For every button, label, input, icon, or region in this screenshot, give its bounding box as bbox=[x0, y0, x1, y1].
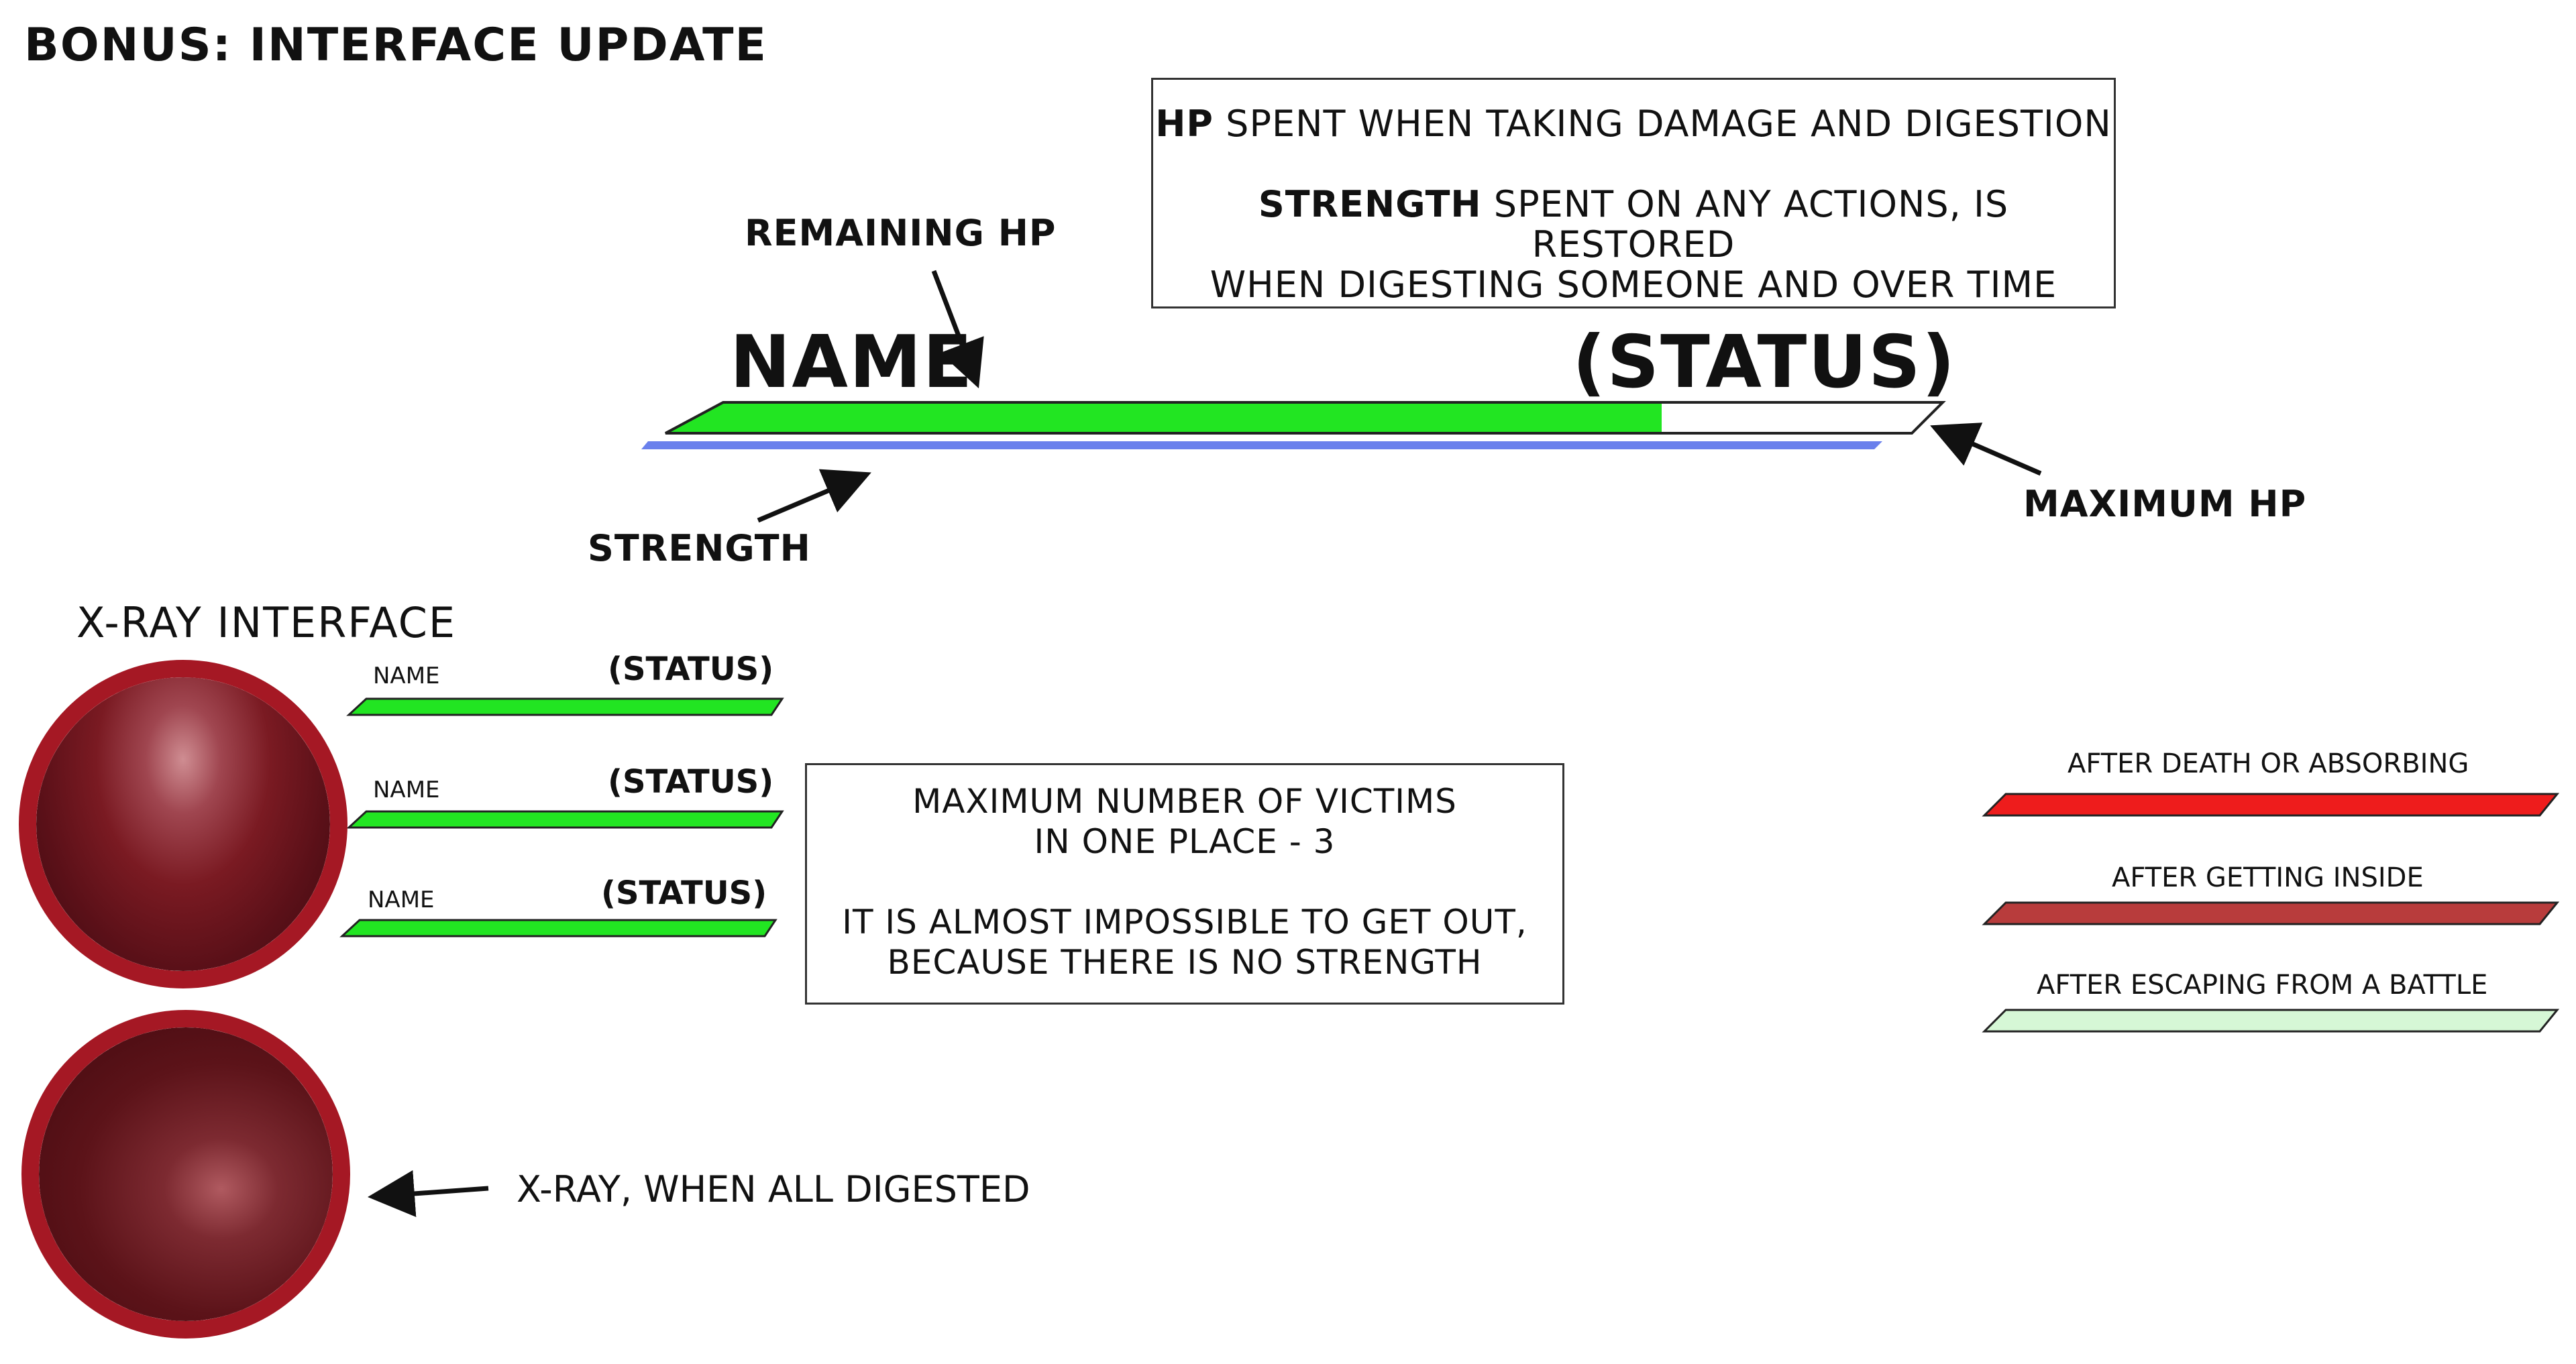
legend-bar-escaped bbox=[1982, 1009, 2560, 1033]
victim-status: (STATUS) bbox=[608, 650, 774, 688]
victim-bar bbox=[346, 697, 784, 716]
victim-status: (STATUS) bbox=[608, 763, 774, 801]
strength-description-line1: SPENT ON ANY ACTIONS, IS RESTORED bbox=[1493, 183, 2009, 266]
xray-portrait bbox=[19, 660, 347, 988]
digested-xray-label: X-RAY, WHEN ALL DIGESTED bbox=[517, 1168, 1030, 1210]
xray-info-line3: IT IS ALMOST IMPOSSIBLE TO GET OUT, bbox=[842, 903, 1527, 942]
main-hp-bar-outline bbox=[665, 401, 1946, 435]
legend-bar-inside bbox=[1982, 901, 2560, 925]
xray-info-box: MAXIMUM NUMBER OF VICTIMS IN ONE PLACE -… bbox=[805, 763, 1564, 1005]
page-title: BONUS: INTERFACE UPDATE bbox=[24, 19, 768, 72]
remaining-hp-arrow bbox=[931, 270, 984, 389]
main-bar-name: NAME bbox=[730, 321, 974, 404]
victim-status: (STATUS) bbox=[601, 874, 767, 912]
victim-bar bbox=[346, 810, 784, 829]
xray-stomach-image bbox=[36, 677, 330, 971]
strength-bar bbox=[641, 441, 1882, 449]
xray-digested-portrait bbox=[21, 1010, 350, 1339]
strength-arrow bbox=[757, 469, 871, 523]
hp-description: SPENT WHEN TAKING DAMAGE AND DIGESTION bbox=[1226, 103, 2112, 145]
xray-info-line1: MAXIMUM NUMBER OF VICTIMS bbox=[912, 782, 1457, 821]
victim-name: NAME bbox=[368, 887, 435, 913]
victim-bar bbox=[339, 919, 777, 937]
main-bar-status: (STATUS) bbox=[1572, 321, 1957, 404]
legend-label-inside: AFTER GETTING INSIDE bbox=[2112, 862, 2424, 893]
strength-annotation: STRENGTH bbox=[588, 527, 811, 569]
xray-info-line4: BECAUSE THERE IS NO STRENGTH bbox=[887, 943, 1483, 982]
strength-keyword: STRENGTH bbox=[1258, 183, 1482, 225]
hp-keyword: HP bbox=[1155, 103, 1214, 145]
xray-digested-image bbox=[39, 1027, 333, 1321]
maximum-hp-arrow bbox=[1930, 422, 2042, 476]
legend-label-death: AFTER DEATH OR ABSORBING bbox=[2068, 748, 2469, 779]
xray-info-line2: IN ONE PLACE - 3 bbox=[1034, 822, 1336, 861]
legend-label-escaped: AFTER ESCAPING FROM A BATTLE bbox=[2037, 970, 2488, 1001]
digested-xray-arrow bbox=[368, 1170, 489, 1217]
victim-name: NAME bbox=[373, 663, 440, 689]
legend-bar-death bbox=[1982, 793, 2560, 817]
remaining-hp-annotation: REMAINING HP bbox=[745, 212, 1057, 254]
strength-description-line2: WHEN DIGESTING SOMEONE AND OVER TIME bbox=[1210, 264, 2057, 306]
xray-heading: X-RAY INTERFACE bbox=[76, 598, 457, 647]
hp-strength-info-box: HP SPENT WHEN TAKING DAMAGE AND DIGESTIO… bbox=[1151, 78, 2116, 308]
main-hp-bar-fill bbox=[665, 402, 1662, 433]
main-hp-bar bbox=[665, 401, 1946, 435]
maximum-hp-annotation: MAXIMUM HP bbox=[2023, 483, 2307, 525]
victim-name: NAME bbox=[373, 777, 440, 803]
